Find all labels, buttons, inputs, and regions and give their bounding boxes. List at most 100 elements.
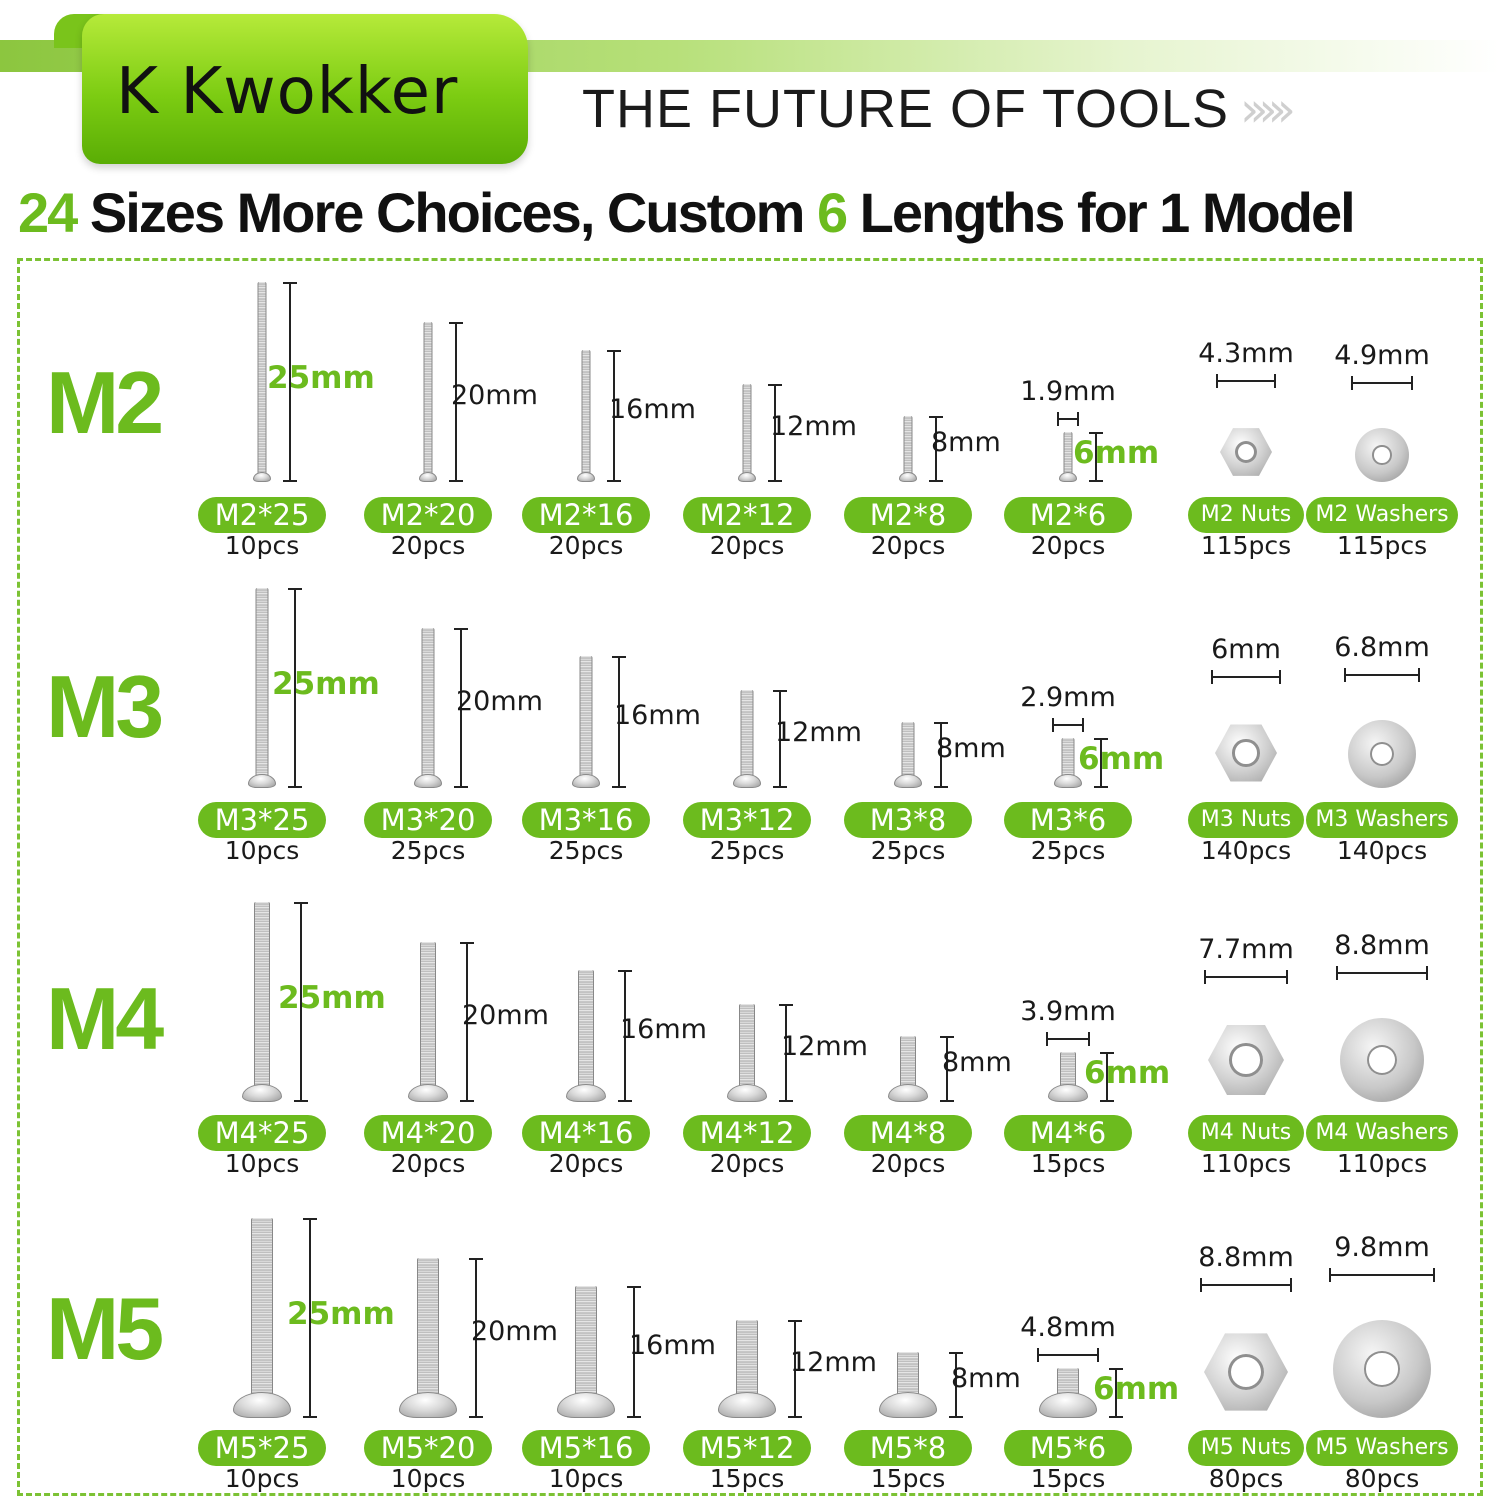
quantity-label: 20pcs: [709, 531, 785, 560]
screw-head: [733, 774, 761, 788]
length-dimension-bar: [949, 1352, 963, 1418]
quantity-label: 20pcs: [870, 1149, 946, 1178]
length-label: 25mm: [267, 360, 375, 396]
screw-image: [566, 970, 606, 1102]
washers-quantity-label: 140pcs: [1336, 836, 1428, 865]
nut-size-label: 7.7mm: [1198, 934, 1294, 965]
screw-image: [408, 942, 448, 1102]
brand-logo-box: [82, 14, 528, 164]
length-dimension-bar: [934, 722, 948, 788]
screw-shank: [740, 690, 754, 776]
screw-shank: [420, 942, 436, 1086]
length-label: 8mm: [942, 1047, 1012, 1078]
size-label-pill: M2*8: [844, 497, 972, 533]
screw-shank: [897, 1352, 919, 1394]
length-dimension-bar: [1100, 1052, 1114, 1102]
screw-image: [233, 1218, 291, 1418]
size-label-pill: M3*20: [364, 802, 492, 838]
length-label: 25mm: [278, 980, 386, 1016]
length-label: 25mm: [287, 1296, 395, 1332]
size-label-pill: M5*6: [1004, 1430, 1132, 1466]
screw-image: [1054, 738, 1082, 788]
head-diameter-label: 2.9mm: [1020, 682, 1116, 713]
washer-size-bar: [1329, 1268, 1435, 1282]
size-label-pill: M3*6: [1004, 802, 1132, 838]
length-label: 12mm: [775, 717, 862, 748]
length-dimension-bar: [1094, 738, 1108, 788]
length-dimension-bar: [773, 690, 787, 788]
size-label-pill: M4*20: [364, 1115, 492, 1151]
length-label: 16mm: [614, 700, 701, 731]
length-dimension-bar: [283, 282, 297, 482]
length-label: 6mm: [1073, 435, 1160, 471]
length-dimension-bar: [788, 1320, 802, 1418]
washers-quantity-label: 80pcs: [1344, 1464, 1420, 1493]
screw-image: [248, 588, 276, 788]
quantity-label: 25pcs: [1030, 836, 1106, 865]
quantity-label: 25pcs: [548, 836, 624, 865]
size-label-pill: M4*6: [1004, 1115, 1132, 1151]
washer-size-bar: [1351, 376, 1413, 390]
screw-head: [727, 1084, 767, 1102]
length-label: 12mm: [770, 411, 857, 442]
quantity-label: 25pcs: [870, 836, 946, 865]
size-label-pill: M3*25: [198, 802, 326, 838]
length-label: 6mm: [1084, 1055, 1171, 1091]
screw-shank: [575, 1286, 597, 1394]
headline-length-count: 6: [816, 181, 848, 244]
quantity-label: 10pcs: [390, 1464, 466, 1493]
quantity-label: 10pcs: [548, 1464, 624, 1493]
nut-size-bar: [1200, 1278, 1292, 1292]
length-label: 8mm: [936, 733, 1006, 764]
screw-shank: [421, 628, 435, 776]
size-label-pill: M5*20: [364, 1430, 492, 1466]
screw-head: [738, 472, 756, 482]
screw-head: [572, 774, 600, 788]
length-dimension-bar: [454, 628, 468, 788]
size-label-pill: M2*12: [683, 497, 811, 533]
screw-head: [399, 1392, 457, 1418]
screw-image: [738, 384, 756, 482]
washer-image: [1340, 1018, 1424, 1102]
length-dimension-bar: [618, 970, 632, 1102]
screw-head: [242, 1084, 282, 1102]
quantity-label: 10pcs: [224, 1464, 300, 1493]
size-label-pill: M3*8: [844, 802, 972, 838]
screw-image: [1048, 1052, 1088, 1102]
length-dimension-bar: [627, 1286, 641, 1418]
length-dimension-bar: [449, 322, 463, 482]
hex-nut-image: [1215, 724, 1277, 782]
length-label: 16mm: [620, 1014, 707, 1045]
length-dimension-bar: [612, 656, 626, 788]
washer-image: [1348, 720, 1416, 788]
quantity-label: 15pcs: [1030, 1149, 1106, 1178]
nut-size-label: 6mm: [1211, 634, 1281, 665]
quantity-label: 15pcs: [1030, 1464, 1106, 1493]
screw-image: [879, 1352, 937, 1418]
nut-size-label: 4.3mm: [1198, 338, 1294, 369]
nuts-label-pill: M4 Nuts: [1188, 1115, 1304, 1151]
screw-image: [718, 1320, 776, 1418]
screw-shank: [1057, 1368, 1079, 1394]
size-label-pill: M3*16: [522, 802, 650, 838]
size-label-pill: M4*12: [683, 1115, 811, 1151]
quantity-label: 20pcs: [1030, 531, 1106, 560]
head-diameter-label: 3.9mm: [1020, 996, 1116, 1027]
size-label-pill: M5*12: [683, 1430, 811, 1466]
nuts-quantity-label: 115pcs: [1200, 531, 1292, 560]
screw-shank: [257, 282, 267, 474]
screw-image: [414, 628, 442, 788]
screw-head: [414, 774, 442, 788]
screw-image: [894, 722, 922, 788]
quantity-label: 20pcs: [709, 1149, 785, 1178]
quantity-label: 10pcs: [224, 836, 300, 865]
washer-image: [1333, 1320, 1431, 1418]
quantity-label: 10pcs: [224, 1149, 300, 1178]
quantity-label: 25pcs: [709, 836, 785, 865]
size-label-pill: M2*25: [198, 497, 326, 533]
quantity-label: 10pcs: [224, 531, 300, 560]
page-headline: 24 Sizes More Choices, Custom 6 Lengths …: [18, 180, 1356, 245]
size-label-pill: M2*16: [522, 497, 650, 533]
series-label: M2: [46, 353, 164, 452]
headline-size-count: 24: [18, 181, 78, 244]
